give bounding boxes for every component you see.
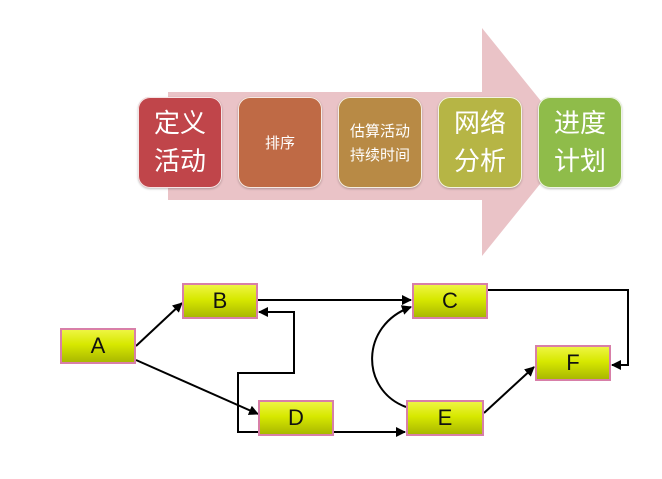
node-b: B bbox=[182, 283, 258, 319]
step-schedule-plan: 进度 计划 bbox=[538, 97, 622, 188]
edge-c-f bbox=[488, 289, 629, 370]
step-estimate-duration: 估算活动 持续时间 bbox=[338, 97, 422, 188]
edge-d-b bbox=[237, 307, 295, 433]
node-a: A bbox=[60, 328, 136, 364]
step-define-activities: 定义 活动 bbox=[138, 97, 222, 188]
node-d: D bbox=[258, 400, 334, 436]
node-c: C bbox=[412, 283, 488, 319]
step-network-analysis: 网络 分析 bbox=[438, 97, 522, 188]
edge-e-c bbox=[371, 305, 412, 408]
edge-e-f bbox=[483, 366, 535, 414]
step-sequence: 排序 bbox=[238, 97, 322, 188]
edge-a-d bbox=[135, 359, 259, 415]
node-e: E bbox=[406, 400, 484, 436]
node-f: F bbox=[535, 345, 611, 381]
edge-a-b bbox=[135, 302, 183, 347]
